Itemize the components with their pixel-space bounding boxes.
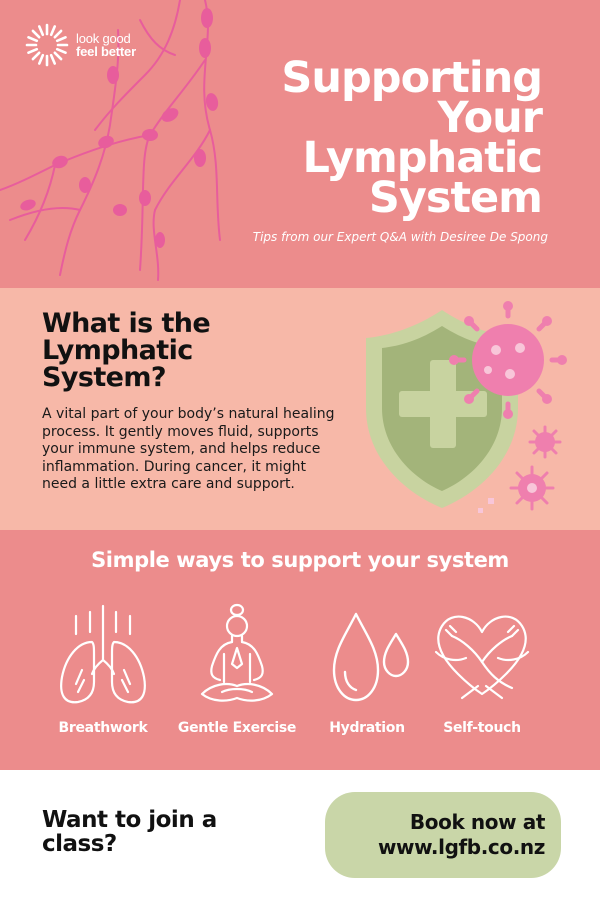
shield-virus-icon <box>366 301 567 513</box>
water-drops-icon <box>332 612 410 702</box>
book-now-label[interactable]: Book now at www.lgfb.co.nz <box>377 810 545 859</box>
tips-heading: Simple ways to support your system <box>91 548 509 572</box>
tip-label-hydration: Hydration <box>329 720 405 736</box>
footer-section: Want to join a class? Book now at www.lg… <box>0 770 600 900</box>
info-body-text: A vital part of your body’s natural heal… <box>42 406 335 492</box>
tip-label-self-touch: Self-touch <box>443 720 521 736</box>
page-title: Supporting Your Lymphatic System <box>281 53 543 223</box>
tip-label-gentle-exercise: Gentle Exercise <box>177 720 297 736</box>
header-section: look good feel better Supporting Your Ly… <box>0 0 600 288</box>
brand-line-1: look good <box>76 31 131 46</box>
hug-heart-icon <box>434 615 530 700</box>
join-class-text: Want to join a class? <box>42 807 217 857</box>
brand-name: look good feel better <box>76 32 136 58</box>
tip-hydration: Hydration <box>297 602 437 736</box>
brand-logo: look good feel better <box>24 22 136 68</box>
sun-burst-icon <box>25 23 69 67</box>
meditation-icon <box>200 603 274 702</box>
tip-breathwork: Breathwork <box>33 602 173 736</box>
tip-gentle-exercise: Gentle Exercise <box>167 602 307 736</box>
info-heading: What is the Lymphatic System? <box>42 308 211 393</box>
lungs-icon <box>60 604 146 704</box>
info-section: What is the Lymphatic System? A vital pa… <box>0 288 600 530</box>
tip-self-touch: Self-touch <box>412 602 552 736</box>
tips-section: Simple ways to support your system Breat… <box>0 530 600 770</box>
tip-label-breathwork: Breathwork <box>58 720 148 736</box>
brand-line-2: feel better <box>76 44 136 59</box>
page-subtitle: Tips from our Expert Q&A with Desiree De… <box>252 230 548 244</box>
lymph-vessels-icon <box>0 0 221 281</box>
book-now-button[interactable]: Book now at www.lgfb.co.nz <box>325 792 561 878</box>
